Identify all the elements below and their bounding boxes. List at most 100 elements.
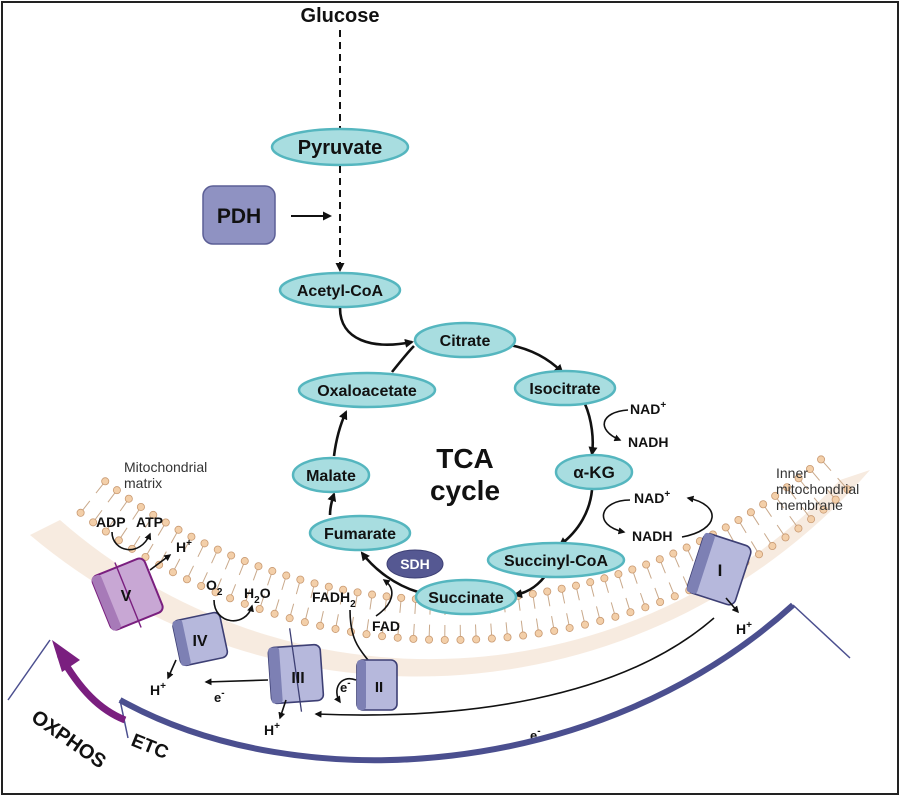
lipid-head <box>393 633 402 642</box>
complex1-nadh-loop-arrow <box>681 495 713 538</box>
atp-label: ATP <box>136 514 163 530</box>
o2-to-h2o-arrow <box>213 599 254 622</box>
lipid-head <box>543 587 552 596</box>
sdh-enzyme: SDH <box>386 549 444 579</box>
lipid-head <box>168 568 177 577</box>
nadh-label-2: NADH <box>632 528 672 544</box>
glucose-label: Glucose <box>301 5 380 27</box>
lipid-head <box>655 555 664 564</box>
lipid-head <box>187 532 196 541</box>
malate-label: Malate <box>306 468 356 485</box>
tca-title-line2: cycle <box>430 475 500 506</box>
oxphos-left-line <box>7 639 51 701</box>
lipid-head <box>626 608 635 617</box>
lipid-head <box>270 609 279 618</box>
lipid-head <box>805 464 814 473</box>
inner-membrane-label-line1: Inner <box>776 465 808 481</box>
pyruvate-label: Pyruvate <box>298 137 383 159</box>
lipid-head <box>353 588 362 597</box>
h-plus-arrow-i <box>725 597 739 614</box>
lipid-head <box>843 485 852 494</box>
succinyl-coa-label: Succinyl-CoA <box>504 553 608 570</box>
complex-ii-label: II <box>375 679 383 696</box>
lipid-head <box>670 592 679 601</box>
lipid-head <box>571 581 580 590</box>
lipid-head <box>586 578 595 587</box>
complex-iii-label: III <box>291 670 304 687</box>
lipid-head <box>101 527 110 536</box>
lipid-head <box>565 623 574 632</box>
matrix-label-line2: matrix <box>124 475 162 491</box>
lipid-head <box>368 590 377 599</box>
lipid-head <box>282 571 291 580</box>
lipid-head <box>794 524 803 533</box>
membrane-glow <box>30 470 870 677</box>
lipid-head <box>746 508 755 517</box>
e-label-ii: e- <box>340 678 351 695</box>
inner-membrane-label-line2: mitochondrial <box>776 481 859 497</box>
lipid-head <box>440 635 449 644</box>
lipid-head <box>503 633 512 642</box>
pdh-enzyme: PDH <box>202 185 276 245</box>
lipid-head <box>112 486 121 495</box>
lipid-head <box>819 505 828 514</box>
lipid-head <box>255 604 264 613</box>
lipid-head <box>614 570 623 579</box>
h-plus-arrow-v <box>149 554 172 571</box>
lipid-head <box>487 634 496 643</box>
lipid-head <box>807 515 816 524</box>
fad-label: FAD <box>372 618 400 634</box>
oxphos-label: OXPHOS <box>27 706 110 773</box>
succinyl-coa-node: Succinyl-CoA <box>486 541 626 579</box>
lipid-head <box>200 539 209 548</box>
lipid-head <box>240 557 249 566</box>
lipid-head <box>378 632 387 641</box>
complex-v-label: V <box>121 588 132 605</box>
lipid-head <box>155 560 164 569</box>
h-plus-label-iv: H+ <box>150 681 166 698</box>
lipid-head <box>759 500 768 509</box>
electron-arrow-i-to-iii <box>314 617 715 718</box>
complex-iii <box>267 628 325 712</box>
lipid-head <box>669 549 678 558</box>
lipid-head <box>101 477 110 486</box>
complex-i-label: I <box>718 561 723 580</box>
lipid-head <box>734 516 743 525</box>
acetyl-coa-node: Acetyl-CoA <box>278 271 402 309</box>
lipid-head <box>794 474 803 483</box>
lipid-head <box>89 518 98 527</box>
lipid-head <box>182 575 191 584</box>
o2-label: O2 <box>206 577 223 598</box>
etc-arc-right-tick <box>792 604 851 659</box>
lipid-head <box>362 630 371 639</box>
adp-label: ADP <box>96 514 126 530</box>
lipid-bilayer <box>76 455 852 644</box>
lipid-head <box>557 584 566 593</box>
fadh2-label: FADH2 <box>312 589 356 610</box>
pyruvate-node: Pyruvate <box>270 127 410 167</box>
lipid-head <box>226 594 235 603</box>
lipid-head <box>285 614 294 623</box>
h-plus-label-v: H+ <box>176 538 192 555</box>
isocitrate-to-akg-arrow <box>583 403 598 456</box>
lipid-head <box>550 626 559 635</box>
e-label-iii-iv: e- <box>214 688 225 705</box>
matrix-label-line1: Mitochondrial <box>124 459 207 475</box>
tca-title-line1: TCA <box>436 443 494 474</box>
lipid-head <box>831 495 840 504</box>
lipid-head <box>211 588 220 597</box>
sdh-label: SDH <box>400 556 430 572</box>
fumarate-to-malate-arrow <box>327 492 337 516</box>
e-label-i: e- <box>530 726 541 743</box>
lipid-head <box>149 510 158 519</box>
lipid-head <box>534 629 543 638</box>
lipid-head <box>174 525 183 534</box>
oxaloacetate-label: Oxaloacetate <box>317 383 417 400</box>
adp-to-atp-arrow <box>111 531 152 551</box>
lipid-head <box>611 612 620 621</box>
lipid-head <box>310 579 319 588</box>
complex-v <box>91 557 164 631</box>
h-plus-label-iii: H+ <box>264 721 280 738</box>
